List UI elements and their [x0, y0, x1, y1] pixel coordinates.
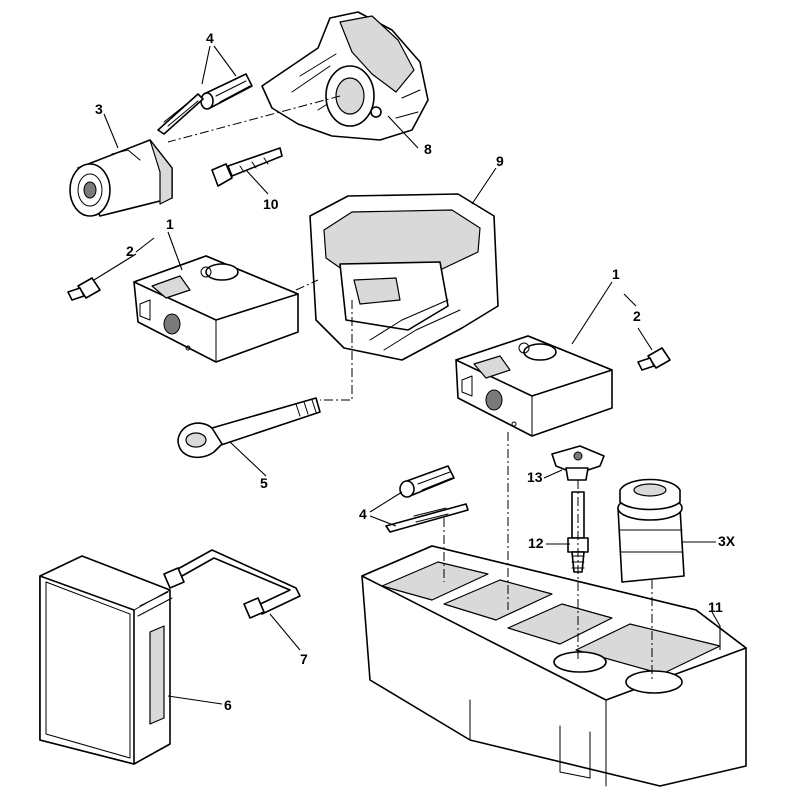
callout-13: 13: [527, 469, 543, 485]
callout-7: 7: [300, 651, 308, 667]
callout-12: 12: [528, 535, 544, 551]
leader-8: [387, 115, 419, 149]
leader-11: [711, 611, 721, 650]
leader-9: [471, 167, 497, 205]
part-2-valve-cap-left: [67, 277, 101, 301]
callout-1-left: 1: [166, 216, 174, 232]
callout-10: 10: [263, 196, 279, 212]
part-9-carry-cover: [309, 193, 499, 361]
part-1-compressor-right: [455, 335, 613, 437]
part-11-storage-tray: [361, 545, 747, 787]
part-5-towing-eye: [177, 397, 321, 459]
callout-8: 8: [424, 141, 432, 157]
leader-7: [269, 613, 301, 651]
leader-6: [167, 695, 223, 705]
callout-3: 3: [95, 101, 103, 117]
part-4-screwdriver-lower: [385, 465, 469, 533]
leader-5: [229, 441, 267, 477]
leader-2a: [93, 237, 155, 281]
leader-4b: [369, 491, 403, 527]
part-2-valve-cap-right: [637, 347, 671, 371]
axis-line-9-5: [320, 300, 353, 401]
leader-2b: [623, 293, 653, 351]
callout-1-right: 1: [612, 266, 620, 282]
callout-5: 5: [260, 475, 268, 491]
leader-3: [103, 113, 119, 149]
callout-4-top: 4: [206, 30, 214, 46]
callout-9: 9: [496, 153, 504, 169]
part-3-connector-cylinder: [69, 139, 173, 217]
part-6-carrying-case: [39, 555, 173, 765]
leader-13: [543, 469, 563, 479]
leader-1b: [571, 281, 613, 345]
leader-10: [245, 169, 269, 195]
part-10-valve-screw: [211, 147, 283, 187]
callout-labels: 4 3 8 9 10 1 2 1 2 5 13 4 12 3X 11 7 6: [95, 30, 736, 713]
part-7-bracket: [163, 549, 301, 619]
part-3x-sealant-bottle: [617, 478, 685, 583]
leader-1a: [167, 231, 183, 271]
callout-4-lower: 4: [359, 506, 367, 522]
callout-3x: 3X: [718, 533, 736, 549]
callout-2-right: 2: [633, 308, 641, 324]
assembly-axis-lines: [295, 279, 653, 682]
part-1-compressor-left: [133, 255, 299, 363]
leader-lines: [93, 45, 721, 705]
part-4-screwdriver-top: [157, 73, 253, 135]
part-13-valve-knob: [551, 445, 605, 481]
callout-11: 11: [708, 599, 723, 615]
callout-2-left: 2: [126, 243, 134, 259]
part-8-nozzle-housing: [261, 11, 429, 141]
callout-6: 6: [224, 697, 232, 713]
axis-line-8-3: [167, 95, 341, 143]
leader-4a: [201, 45, 237, 85]
